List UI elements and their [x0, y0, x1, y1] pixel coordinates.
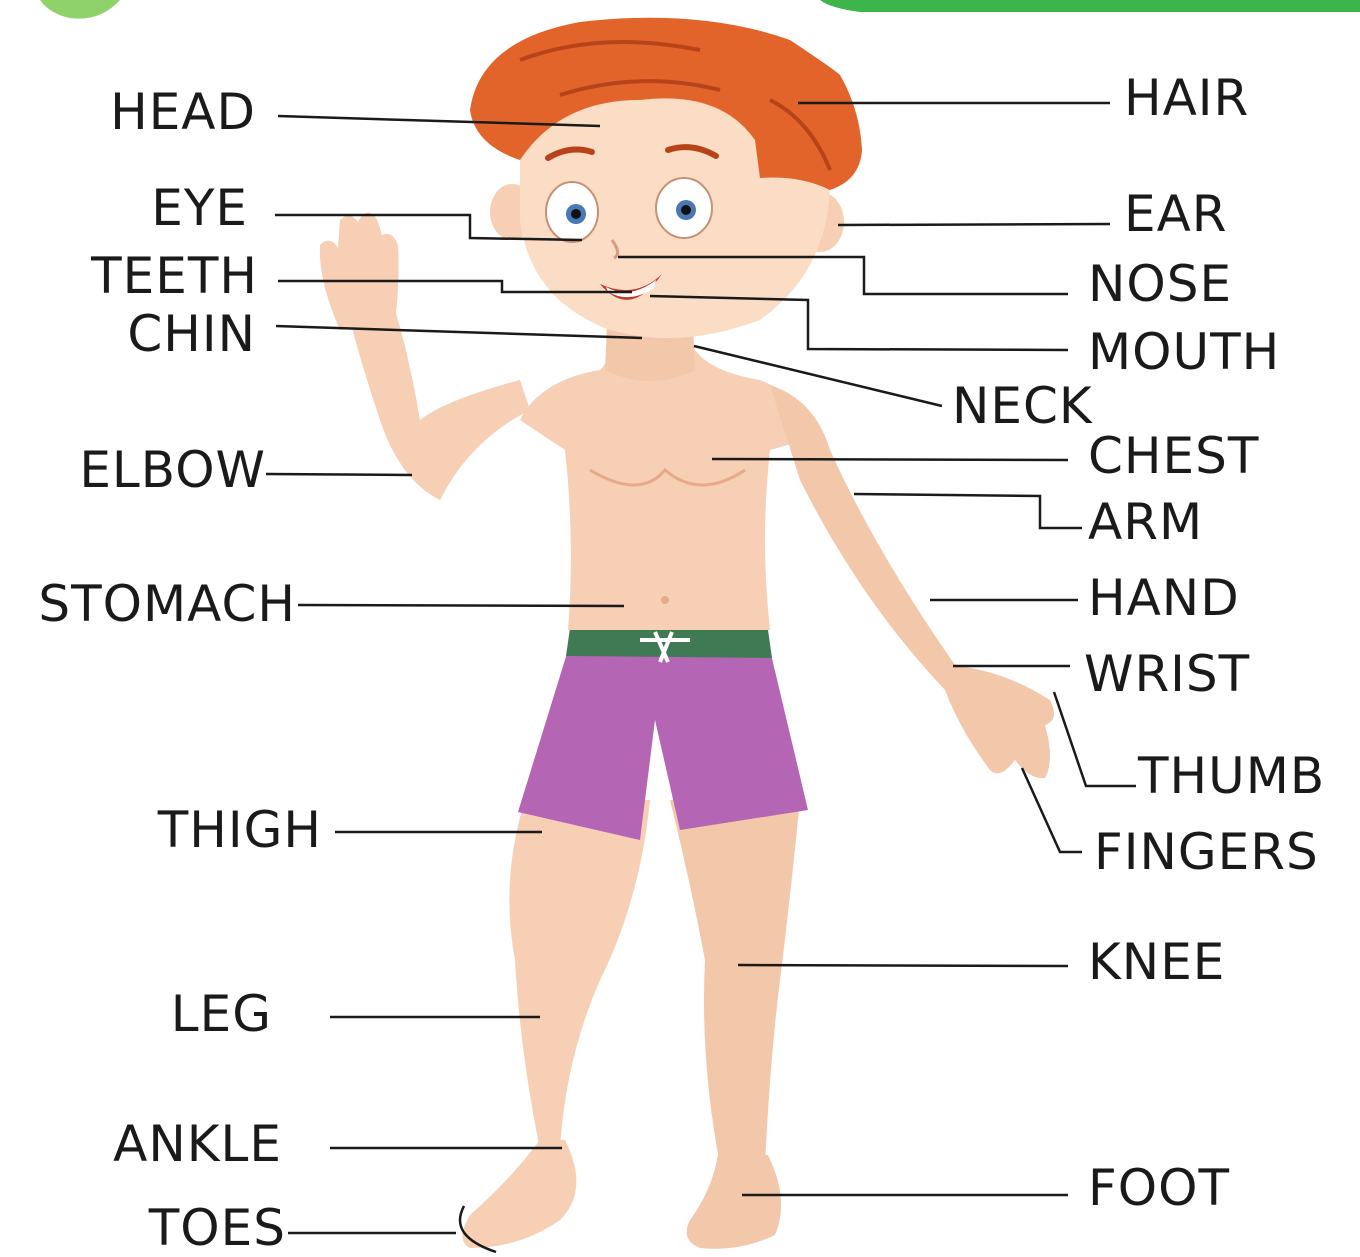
torso [520, 340, 805, 630]
label-stomach: STOMACH [0, 576, 296, 632]
leader-line-elbow [266, 474, 412, 475]
label-neck: NECK [952, 378, 1093, 434]
label-toes: TOES [100, 1200, 286, 1256]
shorts [518, 650, 808, 840]
label-arm: ARM [1088, 494, 1203, 550]
leader-line-ear [838, 224, 1110, 225]
left-foot [463, 1140, 577, 1248]
label-hand: HAND [1088, 570, 1240, 626]
label-ear: EAR [1124, 186, 1228, 242]
label-head: HEAD [60, 84, 256, 140]
right-leg [670, 800, 800, 1165]
top-left-leaf-decoration [40, 0, 120, 19]
top-right-green-bar [820, 0, 1360, 12]
label-chin: CHIN [60, 306, 256, 362]
leader-line-stomach [298, 605, 624, 606]
lowered-arm [770, 385, 955, 690]
leader-line-knee [738, 965, 1068, 966]
raised-hand [320, 213, 399, 330]
label-teeth: TEETH [40, 248, 258, 304]
left-pupil [571, 209, 581, 219]
label-leg: LEG [100, 986, 272, 1042]
boy-figure [320, 18, 1054, 1249]
left-leg [509, 800, 650, 1150]
label-mouth: MOUTH [1088, 324, 1280, 380]
label-elbow: ELBOW [20, 442, 266, 498]
label-thigh: THIGH [80, 802, 322, 858]
label-ankle: ANKLE [60, 1116, 282, 1172]
label-eye: EYE [60, 180, 248, 236]
label-wrist: WRIST [1084, 646, 1250, 702]
leader-line-thumb [1054, 692, 1136, 786]
lowered-hand [945, 665, 1054, 778]
right-foot [687, 1155, 781, 1249]
label-nose: NOSE [1088, 256, 1232, 312]
label-foot: FOOT [1088, 1160, 1230, 1216]
leader-line-fingers [1022, 768, 1082, 852]
leader-line-chest [712, 459, 1068, 460]
label-chest: CHEST [1088, 428, 1259, 484]
leader-line-chin [276, 326, 642, 338]
raised-arm [350, 310, 530, 500]
navel [661, 596, 669, 604]
label-fingers: FINGERS [1094, 824, 1319, 880]
label-thumb: THUMB [1138, 748, 1325, 804]
right-pupil [681, 205, 691, 215]
label-hair: HAIR [1124, 70, 1249, 126]
leader-line-arm [854, 494, 1082, 528]
label-knee: KNEE [1088, 934, 1225, 990]
